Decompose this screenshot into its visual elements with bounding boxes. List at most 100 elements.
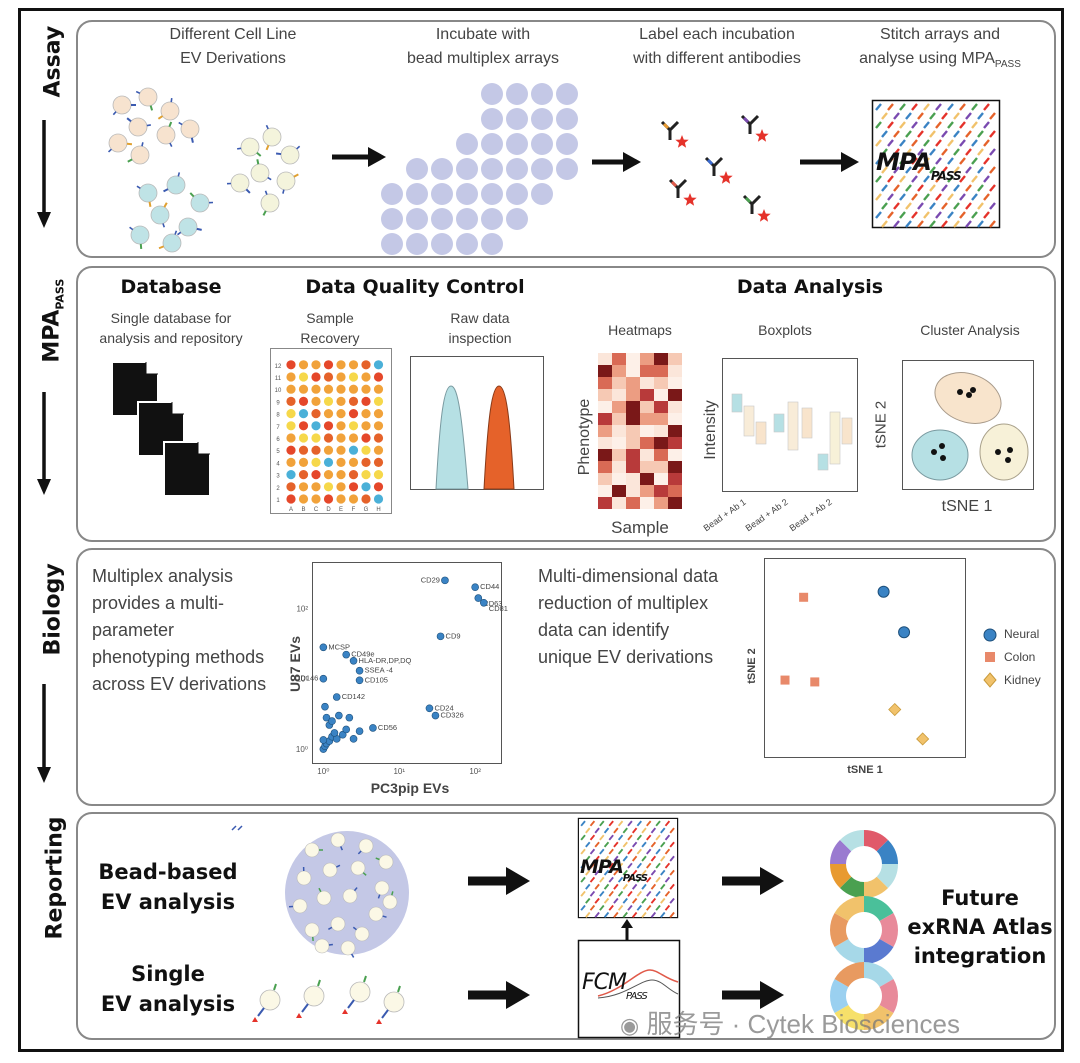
plate-well	[361, 360, 371, 370]
fluorophore-star	[675, 135, 689, 148]
plate-well	[298, 457, 309, 467]
bound-ev	[368, 906, 384, 922]
scatter-point	[355, 666, 364, 675]
ev-cell	[128, 117, 148, 137]
bead	[531, 83, 553, 105]
antibody	[660, 120, 689, 148]
plate-well	[323, 360, 334, 370]
ev-cell	[166, 175, 186, 195]
bound-ev	[350, 860, 366, 876]
heatmap-cell	[598, 413, 612, 425]
heatmap-cell	[668, 485, 682, 497]
plate-well	[361, 494, 371, 504]
scatter-point	[431, 711, 440, 720]
logo-main: MPA	[876, 148, 932, 176]
figure-frame	[18, 8, 1064, 1052]
donut-slice	[834, 1004, 865, 1030]
plate-well	[298, 421, 309, 431]
heatmap-cell	[626, 425, 640, 437]
fluorophore	[296, 1013, 302, 1018]
heatmap-cell	[612, 413, 626, 425]
future-line3: integration	[913, 944, 1047, 968]
plate-well	[286, 396, 296, 406]
bead	[506, 83, 528, 105]
heatmap-cell	[654, 413, 668, 425]
plate-well	[311, 494, 321, 504]
fcmpass-logo: FCMPASS	[582, 970, 648, 1002]
bound-ev	[354, 926, 370, 942]
scatter-point-label: CD63	[483, 599, 502, 608]
plate-well	[361, 396, 371, 406]
cluster-orange	[934, 372, 1002, 424]
plate-row-label: 1	[276, 498, 280, 504]
scatter-point	[425, 704, 434, 713]
wechat-icon: ◉	[620, 1013, 640, 1038]
mpapass-logo-tile	[871, 99, 1001, 229]
analysis-title: Data Analysis	[736, 276, 884, 298]
scatter-ytick: 10¹	[296, 675, 308, 684]
heatmap-cell	[612, 353, 626, 365]
plate-well	[298, 384, 309, 394]
donut-slice	[863, 938, 894, 964]
heatmap-cell	[654, 437, 668, 449]
plate-well	[373, 372, 384, 382]
heatmap-cell	[598, 353, 612, 365]
heatmap-cell	[668, 401, 682, 413]
heatmap-cell	[612, 437, 626, 449]
bead	[456, 183, 478, 205]
future-line2: exRNA Atlas	[907, 915, 1053, 939]
plate-col-label: A	[289, 507, 293, 513]
plate-well	[311, 433, 321, 443]
fluorophore-star	[683, 193, 697, 206]
plate-well	[298, 409, 309, 419]
fluorophore	[342, 1009, 348, 1014]
boxplot-box	[801, 407, 813, 439]
report-logo-sub: PASS	[622, 873, 648, 884]
bead	[431, 158, 453, 180]
scatter-point	[328, 717, 336, 725]
heatmap-cell	[612, 365, 626, 377]
ev-cell	[160, 101, 180, 121]
donut-chart	[830, 896, 898, 964]
heatmap-cell	[598, 449, 612, 461]
bead	[481, 183, 503, 205]
ev-cell	[162, 233, 182, 253]
boxplots-label: Boxplots	[758, 322, 812, 338]
heatmap-cell	[626, 365, 640, 377]
plate-well	[323, 470, 334, 480]
plate-well	[286, 360, 296, 370]
heatmap-cell	[640, 389, 654, 401]
single-ev	[259, 989, 281, 1011]
bead	[456, 133, 478, 155]
plate-well	[348, 372, 359, 382]
heatmap-cell	[640, 425, 654, 437]
tsne-point-neural	[877, 585, 890, 598]
plate-well	[348, 384, 359, 394]
heatmap-cell	[598, 437, 612, 449]
plate-well	[336, 482, 346, 492]
plate-well	[336, 384, 346, 394]
plate-well	[361, 372, 371, 382]
database-documents-icon	[111, 361, 211, 497]
boxplot-box	[773, 413, 785, 433]
tsne-point-colon	[799, 592, 809, 602]
heatmap-cell	[626, 437, 640, 449]
scatter-point-label: CD44	[480, 582, 499, 591]
ev-cell	[260, 193, 280, 213]
plate-col-label: E	[339, 507, 343, 513]
donut-slice	[863, 896, 894, 922]
scatter-point	[349, 735, 358, 743]
heatmap-cell	[598, 425, 612, 437]
heatmap-cell	[640, 413, 654, 425]
bead	[456, 233, 478, 255]
scatter-point-label: HLA-DR,DP,DQ	[359, 656, 412, 665]
assay-step2-line1: Incubate with	[435, 26, 531, 43]
plate-well	[361, 445, 371, 455]
plate-well	[373, 360, 384, 370]
plate-well	[286, 457, 296, 467]
scatter-ytick: 10⁰	[296, 745, 308, 754]
heatmap-cell	[654, 389, 668, 401]
heatmap-cell	[626, 485, 640, 497]
scatter-point	[355, 727, 364, 735]
antibody-labels	[660, 114, 771, 222]
